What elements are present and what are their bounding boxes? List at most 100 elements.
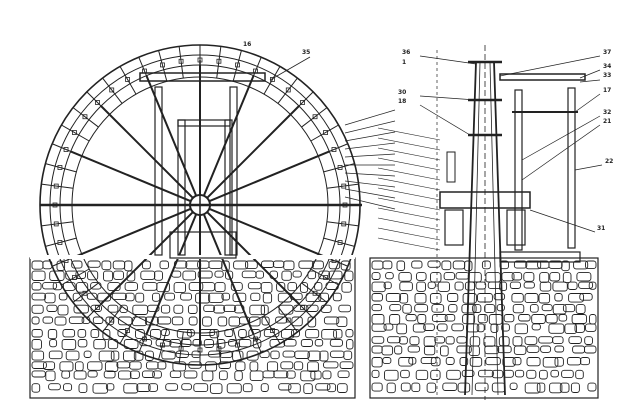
- masonry-stone: [584, 336, 593, 345]
- leader-line: [377, 217, 441, 231]
- masonry-stone: [478, 369, 494, 378]
- masonry-stone: [136, 383, 151, 392]
- masonry-stone: [154, 270, 163, 281]
- leader-line: [377, 177, 441, 191]
- masonry-stone: [587, 382, 597, 392]
- masonry-stone: [496, 304, 505, 312]
- masonry-stone: [493, 293, 506, 301]
- masonry-stone: [98, 350, 115, 362]
- masonry-stone: [454, 281, 464, 291]
- masonry-stone: [513, 260, 528, 269]
- masonry-stone: [400, 382, 411, 392]
- masonry-stone: [44, 292, 56, 304]
- masonry-stone: [299, 282, 309, 293]
- masonry-stone: [526, 357, 541, 367]
- masonry-stone: [434, 336, 446, 344]
- masonry-stone: [188, 282, 204, 291]
- leader-line: [499, 55, 601, 77]
- masonry-stone: [214, 282, 226, 293]
- masonry-stone: [300, 370, 316, 382]
- masonry-stone: [416, 281, 426, 292]
- masonry-stone: [567, 281, 578, 290]
- masonry-stone: [529, 304, 539, 313]
- masonry-stone: [266, 361, 279, 372]
- masonry-stone: [31, 282, 42, 291]
- masonry-stone: [398, 357, 414, 367]
- masonry-stone: [512, 336, 523, 347]
- leader-line: [579, 69, 601, 79]
- masonry-stone: [469, 336, 481, 347]
- wheel-bucket: [125, 328, 130, 333]
- leader-line: [344, 196, 396, 210]
- masonry-stone: [475, 281, 487, 290]
- masonry-stone: [343, 350, 353, 360]
- masonry-stone: [541, 304, 553, 312]
- masonry-stone: [539, 281, 552, 292]
- masonry-stone: [329, 339, 343, 347]
- masonry-stone: [509, 281, 521, 289]
- wheel-paddle: [301, 282, 328, 303]
- frame-top-beam: [499, 73, 586, 81]
- masonry-stone: [197, 270, 213, 279]
- masonry-stone: [524, 293, 539, 304]
- masonry-stone: [250, 292, 261, 302]
- wheel-bucket: [337, 240, 343, 245]
- wheel-paddle: [263, 315, 281, 344]
- masonry-stone: [280, 361, 294, 370]
- masonry-stone: [291, 316, 303, 327]
- masonry-stone: [288, 383, 301, 394]
- masonry-stone: [62, 329, 76, 338]
- masonry-stone: [322, 370, 332, 380]
- masonry-stone: [511, 293, 524, 303]
- wheel-paddle: [277, 77, 298, 104]
- leader-line: [521, 124, 601, 181]
- wheel-paddle: [310, 268, 339, 286]
- wheel-paddle: [102, 306, 123, 333]
- tower-inner: [471, 61, 499, 396]
- masonry-stone: [328, 270, 343, 280]
- masonry-stone: [585, 260, 597, 270]
- masonry-stone: [462, 314, 476, 325]
- masonry-stone: [538, 293, 551, 304]
- masonry-stone: [221, 292, 231, 301]
- wheel-paddle: [232, 328, 242, 360]
- masonry-stone: [307, 270, 317, 280]
- masonry-stone: [345, 329, 354, 338]
- masonry-stone: [371, 272, 381, 280]
- masonry-stone: [31, 304, 44, 314]
- masonry-stone: [307, 350, 321, 362]
- masonry-stone: [234, 370, 243, 381]
- masonry-stone: [427, 281, 436, 289]
- label-35: 35: [302, 49, 310, 56]
- wheel-bucket: [216, 346, 222, 352]
- masonry-stone: [152, 292, 161, 302]
- masonry-stone: [193, 383, 209, 393]
- wheel-bucket: [82, 290, 88, 296]
- leader-line: [377, 137, 441, 151]
- wheel-bucket: [63, 147, 69, 152]
- leader-line: [377, 127, 441, 141]
- masonry-stone: [562, 272, 572, 284]
- masonry-stone: [31, 292, 47, 301]
- masonry-stone: [247, 282, 262, 290]
- masonry-stone: [548, 323, 565, 334]
- masonry-stone: [90, 329, 100, 339]
- masonry-stone: [588, 281, 597, 290]
- wheel-paddle: [72, 282, 99, 303]
- masonry-stone: [371, 260, 384, 270]
- masonry-stone: [426, 382, 437, 393]
- masonry-stone: [294, 350, 310, 359]
- masonry-stone: [213, 304, 226, 314]
- masonry-stone: [561, 369, 574, 379]
- masonry-stone: [584, 345, 597, 354]
- label-37: 37: [603, 49, 611, 56]
- masonry-stone: [523, 281, 535, 289]
- masonry-stone: [31, 329, 43, 338]
- masonry-stone: [490, 323, 499, 333]
- masonry-stone: [87, 370, 98, 378]
- masonry-stone: [385, 272, 394, 280]
- masonry-stone: [423, 336, 436, 347]
- masonry-stone: [389, 304, 402, 312]
- masonry-stone: [173, 282, 186, 294]
